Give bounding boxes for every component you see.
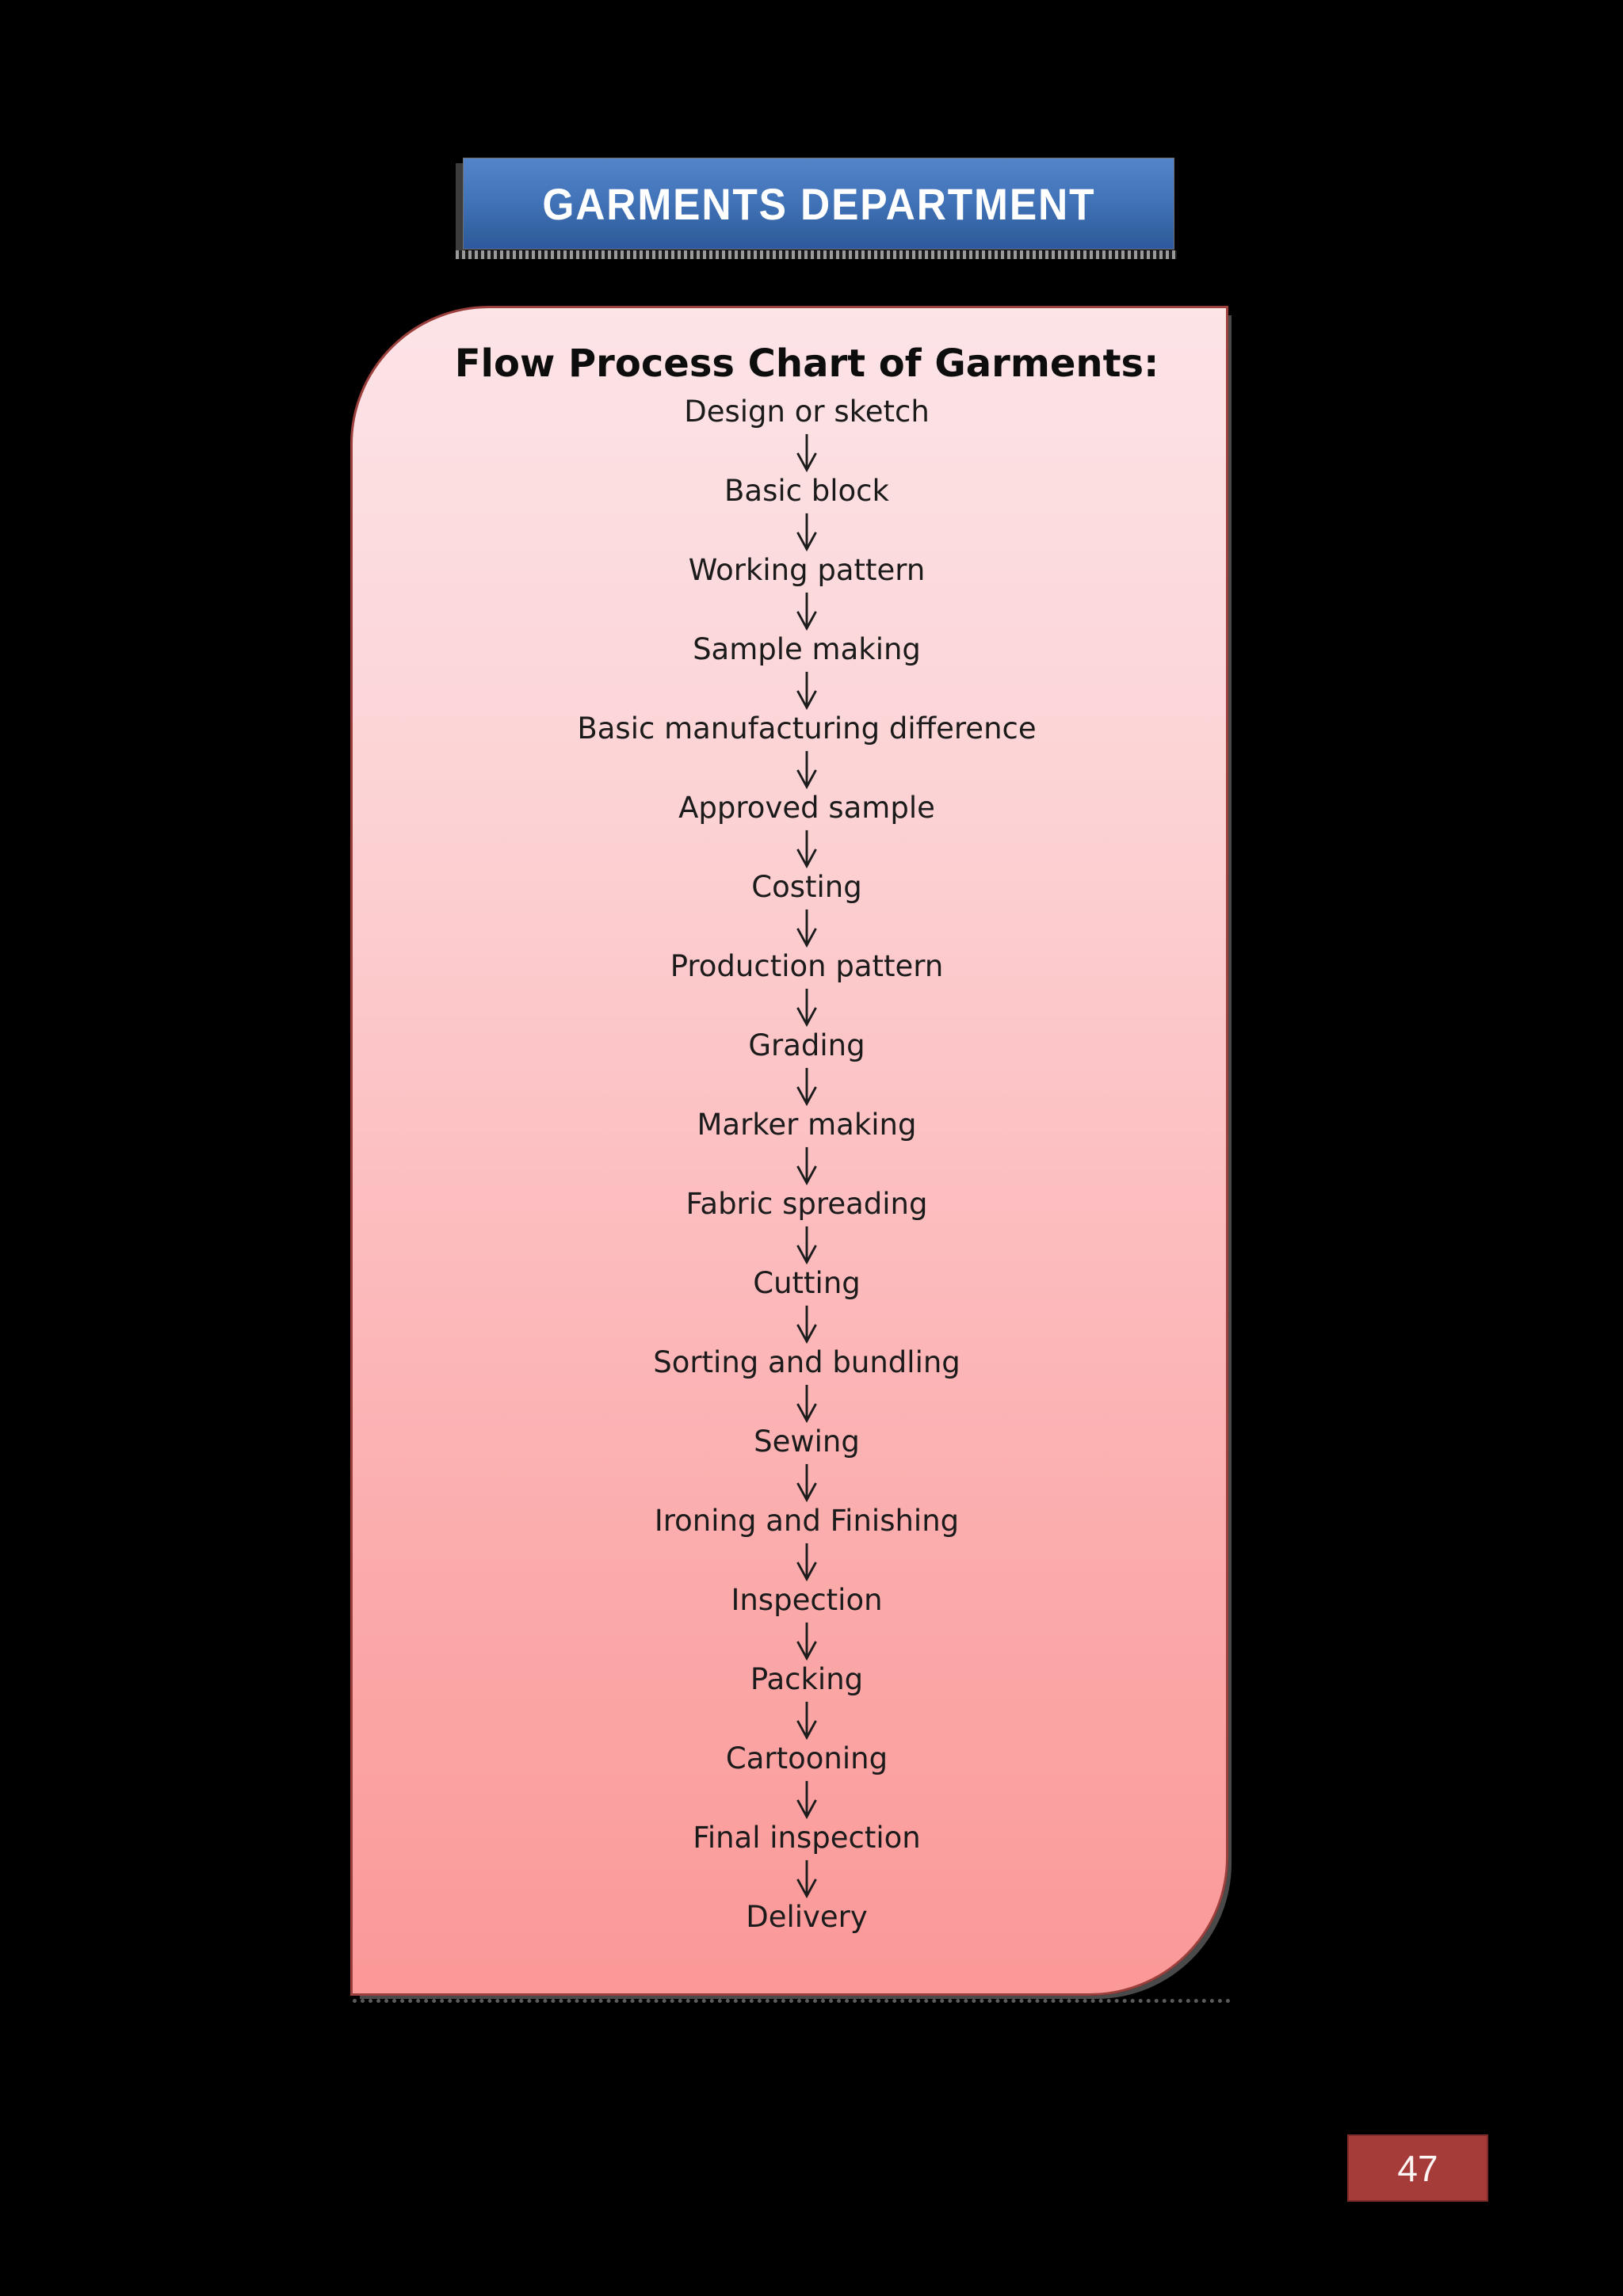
down-arrow-icon: [403, 1779, 1211, 1820]
flow-chart-content: Flow Process Chart of Garments: Design o…: [403, 341, 1211, 1938]
down-arrow-icon: [403, 987, 1211, 1028]
flow-step: Sewing: [754, 1425, 860, 1459]
down-arrow-icon: [403, 1700, 1211, 1741]
page-number-box: 47: [1347, 2134, 1488, 2202]
flow-step: Inspection: [731, 1583, 883, 1617]
flow-step: Cutting: [753, 1266, 861, 1300]
flow-step: Design or sketch: [684, 395, 930, 429]
flow-step: Final inspection: [693, 1821, 921, 1855]
down-arrow-icon: [403, 1621, 1211, 1661]
down-arrow-icon: [403, 1304, 1211, 1344]
banner-background: GARMENTS DEPARTMENT: [463, 158, 1174, 250]
down-arrow-icon: [403, 591, 1211, 631]
flow-step: Fabric spreading: [685, 1187, 928, 1221]
down-arrow-icon: [403, 1542, 1211, 1582]
banner-title: GARMENTS DEPARTMENT: [541, 178, 1096, 229]
flow-step: Working pattern: [688, 553, 926, 587]
flow-step: Production pattern: [670, 949, 944, 983]
flow-step: Sample making: [693, 632, 921, 666]
flow-step: Basic manufacturing difference: [577, 711, 1037, 746]
down-arrow-icon: [403, 908, 1211, 948]
down-arrow-icon: [403, 433, 1211, 473]
down-arrow-icon: [403, 1225, 1211, 1265]
flow-step: Costing: [751, 870, 862, 904]
flow-chart-panel: Flow Process Chart of Garments: Design o…: [350, 306, 1231, 2003]
flow-step: Marker making: [697, 1108, 917, 1142]
flow-step: Cartooning: [725, 1741, 888, 1775]
down-arrow-icon: [403, 1066, 1211, 1107]
down-arrow-icon: [403, 749, 1211, 790]
down-arrow-icon: [403, 829, 1211, 869]
down-arrow-icon: [403, 1383, 1211, 1424]
down-arrow-icon: [403, 1463, 1211, 1503]
flow-step: Approved sample: [678, 791, 935, 825]
flow-chart-title: Flow Process Chart of Garments:: [454, 341, 1159, 386]
flow-step: Delivery: [746, 1900, 868, 1934]
banner-shadow-left: [456, 163, 464, 254]
flow-step: Ironing and Finishing: [654, 1504, 960, 1538]
garments-department-banner: GARMENTS DEPARTMENT: [456, 158, 1177, 259]
down-arrow-icon: [403, 1146, 1211, 1186]
flow-step: Grading: [748, 1028, 865, 1062]
down-arrow-icon: [403, 512, 1211, 552]
page-number: 47: [1397, 2147, 1438, 2189]
flow-step: Packing: [750, 1662, 864, 1696]
down-arrow-icon: [403, 1859, 1211, 1899]
down-arrow-icon: [403, 670, 1211, 711]
banner-shadow-bottom: [456, 250, 1177, 259]
flow-steps: Design or sketch Basic block Working pat…: [403, 394, 1211, 1938]
flow-step: Sorting and bundling: [653, 1345, 960, 1379]
flow-step: Basic block: [724, 474, 889, 508]
